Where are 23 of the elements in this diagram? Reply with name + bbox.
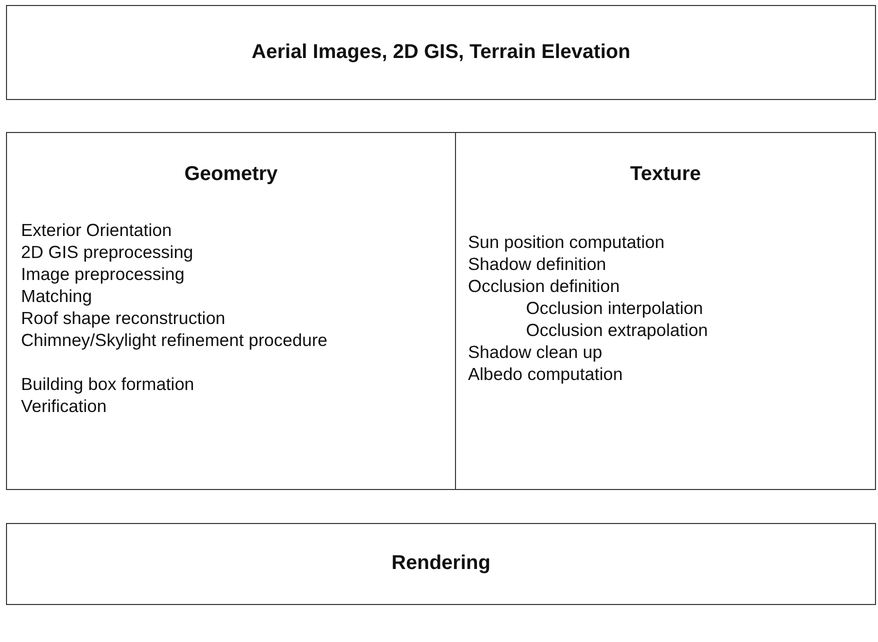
process-panel bbox=[455, 132, 876, 490]
list-item: Chimney/Skylight refinement procedure bbox=[20, 329, 328, 351]
list-item: Occlusion extrapolation bbox=[526, 319, 708, 341]
section-heading: Texture bbox=[629, 163, 702, 186]
list-item: Occlusion definition bbox=[468, 275, 620, 297]
list-item: Sun position computation bbox=[468, 231, 665, 253]
output-box bbox=[6, 523, 876, 605]
process-panel bbox=[6, 132, 456, 490]
list-item: Verification bbox=[21, 395, 107, 417]
list-item: Exterior Orientation bbox=[21, 219, 172, 241]
list-item: Shadow definition bbox=[468, 253, 606, 275]
list-item: Roof shape reconstruction bbox=[21, 307, 226, 329]
list-item: Shadow clean up bbox=[468, 341, 602, 363]
list-item: Occlusion interpolation bbox=[526, 297, 704, 319]
list-item: Building box formation bbox=[21, 373, 194, 395]
list-item: Matching bbox=[21, 285, 92, 307]
section-heading: Aerial Images, 2D GIS, Terrain Elevation bbox=[250, 41, 632, 64]
input-box bbox=[6, 5, 876, 100]
list-item: 2D GIS preprocessing bbox=[21, 241, 194, 263]
section-heading: Rendering bbox=[390, 552, 492, 575]
list-item: Albedo computation bbox=[468, 363, 623, 385]
section-heading: Geometry bbox=[183, 163, 279, 186]
list-item: Image preprocessing bbox=[21, 263, 184, 285]
